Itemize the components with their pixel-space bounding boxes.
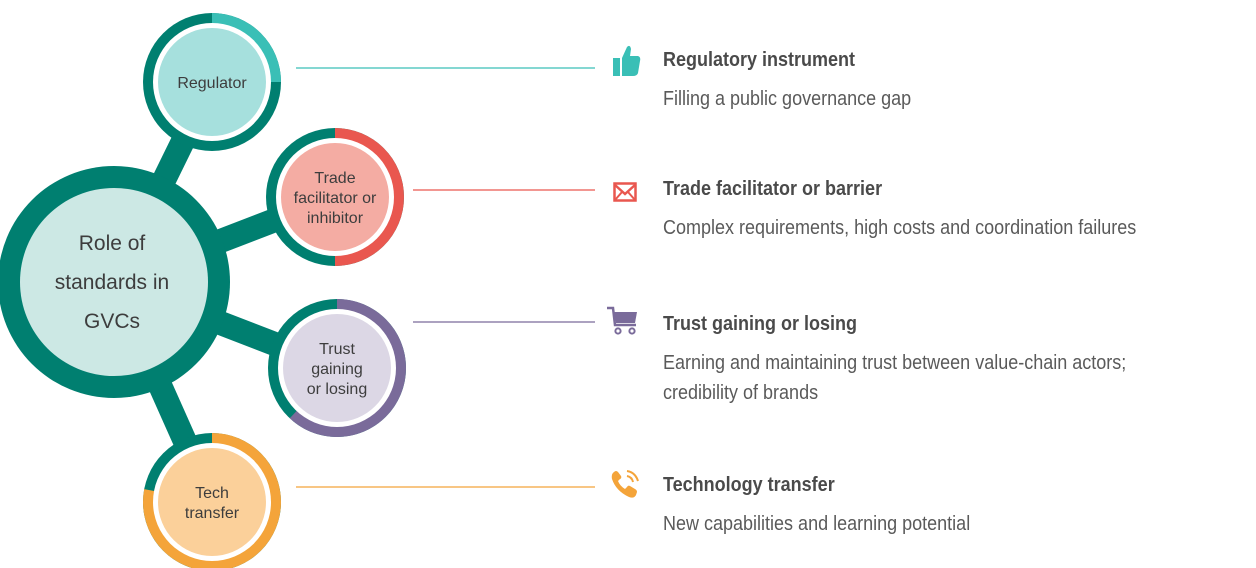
node-label-line: Trust: [319, 341, 355, 358]
shopping-cart-icon: [607, 306, 637, 335]
thumbs-up-icon: [613, 45, 641, 76]
envelope-icon: [613, 182, 637, 202]
item-title: Technology transfer: [663, 474, 835, 496]
connector-lines: [296, 67, 595, 488]
center-label-line-3: GVCs: [84, 310, 140, 333]
item-description: Earning and maintaining trust between va…: [663, 352, 1127, 374]
node-label-line: Trade: [314, 170, 355, 187]
node-label-line: inhibitor: [307, 210, 364, 227]
node-fill: [158, 28, 266, 136]
node-fill: [158, 448, 266, 556]
item-description-line-2: credibility of brands: [663, 382, 819, 404]
node-fill: [283, 314, 391, 422]
node-label-line: Regulator: [177, 75, 247, 92]
node-trade: Trade facilitator or inhibitor: [266, 128, 404, 266]
item-title: Trade facilitator or barrier: [663, 178, 883, 200]
item-description: Filling a public governance gap: [663, 88, 912, 110]
node-regulator: Regulator: [143, 13, 281, 151]
center-label-line-2: standards in: [55, 271, 169, 294]
center-hub-fill: [20, 188, 208, 376]
node-label-line: facilitator or: [294, 190, 377, 207]
item-description: Complex requirements, high costs and coo…: [663, 217, 1137, 239]
center-hub: Role of standards in GVCs: [0, 166, 230, 398]
node-label-line: Tech: [195, 485, 229, 502]
node-label-line: transfer: [185, 505, 240, 522]
item-description: New capabilities and learning potential: [663, 513, 971, 535]
node-fill: [281, 143, 389, 251]
item-title: Trust gaining or losing: [663, 313, 858, 335]
node-label-line: gaining: [311, 361, 363, 378]
node-tech: Tech transfer: [143, 433, 281, 568]
node-label-line: or losing: [307, 381, 367, 398]
center-label-line-1: Role of: [79, 232, 146, 255]
phone-icon: [611, 470, 639, 498]
node-trust: Trust gaining or losing: [268, 299, 406, 437]
item-title: Regulatory instrument: [663, 49, 856, 71]
